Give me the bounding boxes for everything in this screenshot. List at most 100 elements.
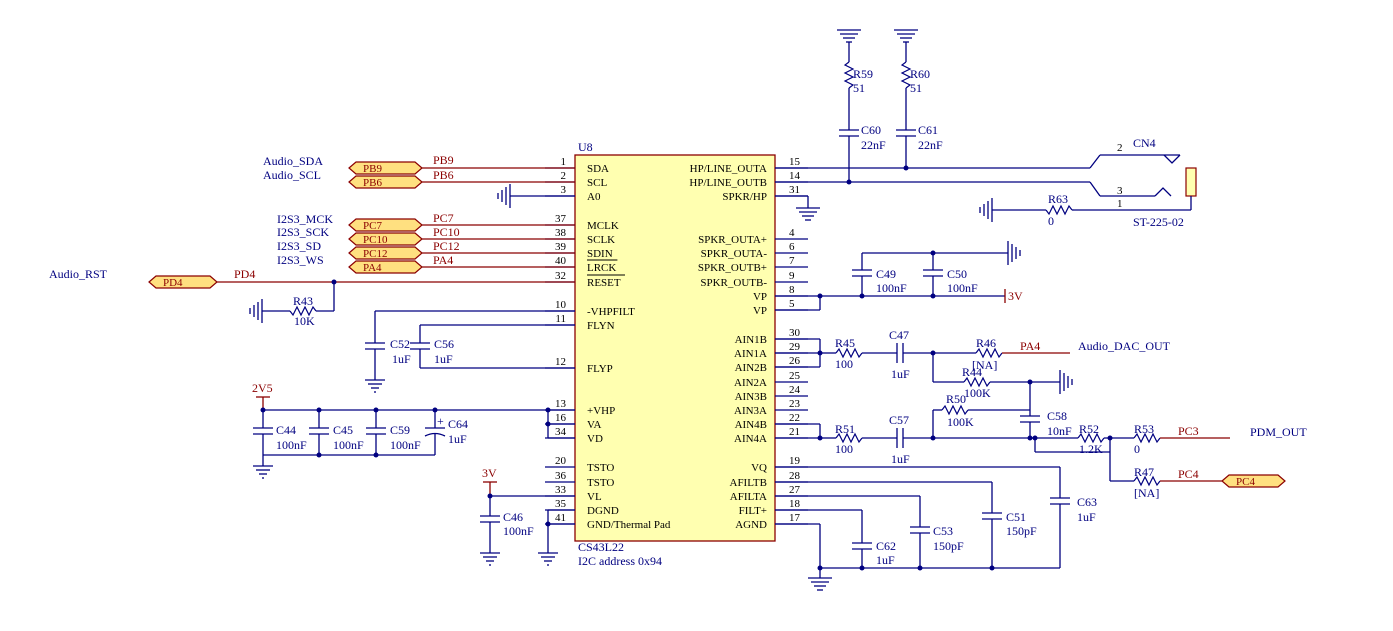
cn4-pin-1: 1 bbox=[1117, 198, 1123, 210]
pin-name: -VHPFILT bbox=[587, 306, 635, 318]
port-pc7[interactable]: PC7 bbox=[348, 218, 423, 232]
r59-value: 51 bbox=[853, 81, 865, 95]
pin-number: 4 bbox=[789, 227, 795, 239]
pin-name: AIN2B bbox=[735, 362, 767, 374]
pin-number: 20 bbox=[555, 455, 567, 467]
c60-ref: C60 bbox=[861, 123, 881, 137]
pin-number: 14 bbox=[789, 170, 801, 182]
net-pa4-out: PA4 bbox=[1020, 339, 1040, 353]
c52-ref: C52 bbox=[390, 337, 410, 351]
port-pd4[interactable]: PD4 bbox=[148, 275, 218, 289]
c49-ref: C49 bbox=[876, 267, 896, 281]
pin-name: VA bbox=[587, 419, 602, 431]
pin-name: AIN4B bbox=[735, 419, 767, 431]
pin-name: AIN3A bbox=[734, 405, 767, 417]
r60-ref: R60 bbox=[910, 67, 930, 81]
pin-number: 31 bbox=[789, 184, 800, 196]
pin-name: FLYN bbox=[587, 320, 615, 332]
pin-number: 1 bbox=[561, 156, 567, 168]
pin-name: RESET bbox=[587, 277, 621, 289]
pin-number: 32 bbox=[555, 270, 566, 282]
c53-ref: C53 bbox=[933, 524, 953, 538]
rail-3v-left: 3V C46 100nF bbox=[480, 466, 575, 566]
pin-number: 29 bbox=[789, 341, 801, 353]
port-pc12[interactable]: PC12 bbox=[348, 246, 423, 260]
c49-value: 100nF bbox=[876, 281, 907, 295]
cn4-pin-2: 2 bbox=[1117, 142, 1123, 154]
port-pb9[interactable]: PB9 bbox=[348, 161, 423, 175]
r51-ref: R51 bbox=[835, 422, 855, 436]
port-pb6[interactable]: PB6 bbox=[348, 175, 423, 189]
c63-value: 1uF bbox=[1077, 510, 1096, 524]
r51-value: 100 bbox=[835, 442, 853, 456]
c62-value: 1uF bbox=[876, 553, 895, 567]
port-label-pd4: PD4 bbox=[163, 277, 183, 289]
pin-number: 33 bbox=[555, 484, 567, 496]
r43-ref: R43 bbox=[293, 294, 313, 308]
pin-number: 9 bbox=[789, 270, 795, 282]
net-label-pb9: PB9 bbox=[433, 153, 454, 167]
pin-name: SPKR_OUTA- bbox=[701, 248, 768, 260]
hp-filter: R59 51 R60 51 C60 22nF C61 22nF bbox=[775, 29, 1181, 221]
r63-resistor: R63 0 bbox=[979, 192, 1074, 228]
c56-ref: C56 bbox=[434, 337, 454, 351]
r60-value: 51 bbox=[910, 81, 922, 95]
port-label-pb9: PB9 bbox=[363, 163, 382, 175]
pin-name: +VHP bbox=[587, 405, 615, 417]
signal-label-i2s3-sd: I2S3_SD bbox=[277, 239, 321, 253]
pin-name: AIN4A bbox=[734, 433, 767, 445]
c61-value: 22nF bbox=[918, 138, 943, 152]
c51-value: 150pF bbox=[1006, 524, 1037, 538]
c57-value: 1uF bbox=[891, 452, 910, 466]
pin-number: 26 bbox=[789, 355, 801, 367]
pin-number: 15 bbox=[789, 156, 801, 168]
port-pc4-out[interactable]: PC4 bbox=[1221, 474, 1286, 488]
r52-ref: R52 bbox=[1079, 422, 1099, 436]
r52-value: 1.2K bbox=[1079, 442, 1103, 456]
net-label-pc10: PC10 bbox=[433, 225, 460, 239]
pin-name: HP/LINE_OUTA bbox=[690, 163, 767, 175]
c46-ref: C46 bbox=[503, 510, 523, 524]
pin-number: 19 bbox=[789, 455, 801, 467]
pin-number: 39 bbox=[555, 241, 567, 253]
c56-value: 1uF bbox=[434, 352, 453, 366]
pin-number: 36 bbox=[555, 470, 567, 482]
pin-number: 3 bbox=[561, 184, 567, 196]
net-3v-right: 3V bbox=[1008, 289, 1023, 303]
pin-number: 10 bbox=[555, 299, 567, 311]
cn4-part: ST-225-02 bbox=[1133, 215, 1184, 229]
svg-text:+: + bbox=[437, 414, 444, 428]
r63-value: 0 bbox=[1048, 214, 1054, 228]
pin-number: 5 bbox=[789, 298, 795, 310]
pin-number: 27 bbox=[789, 484, 801, 496]
filter-caps: C63 1uF C51 150pF C53 150pF C62 1uF bbox=[775, 466, 1097, 591]
signal-label-i2s3-mck: I2S3_MCK bbox=[277, 212, 333, 226]
cn4-connector[interactable]: CN4 ST-225-02 2 3 1 bbox=[1074, 136, 1197, 229]
r43-resistor: R43 10K bbox=[249, 279, 337, 328]
pin-number: 22 bbox=[789, 412, 800, 424]
pin-name: SPKR/HP bbox=[722, 191, 767, 203]
pin-name: VD bbox=[587, 433, 603, 445]
rail-2v5: 2V5 + C44 100nF bbox=[252, 381, 575, 479]
c59-ref: C59 bbox=[390, 423, 410, 437]
pin-number: 41 bbox=[555, 512, 566, 524]
pin-number: 35 bbox=[555, 498, 567, 510]
c58-value: 10nF bbox=[1047, 424, 1072, 438]
r44-ref: R44 bbox=[962, 365, 982, 379]
pin-number: 17 bbox=[789, 512, 801, 524]
c62-ref: C62 bbox=[876, 539, 896, 553]
net-2v5: 2V5 bbox=[252, 381, 273, 395]
port-pc10[interactable]: PC10 bbox=[348, 232, 423, 246]
pin-name: AFILTB bbox=[730, 477, 768, 489]
c59-value: 100nF bbox=[390, 438, 421, 452]
pin-name: SDA bbox=[587, 163, 609, 175]
pin-name: AFILTA bbox=[730, 491, 767, 503]
pin-number: 18 bbox=[789, 498, 801, 510]
pin-number: 24 bbox=[789, 384, 801, 396]
port-pa4[interactable]: PA4 bbox=[348, 260, 423, 274]
signal-label-i2s3-ws: I2S3_WS bbox=[277, 253, 324, 267]
